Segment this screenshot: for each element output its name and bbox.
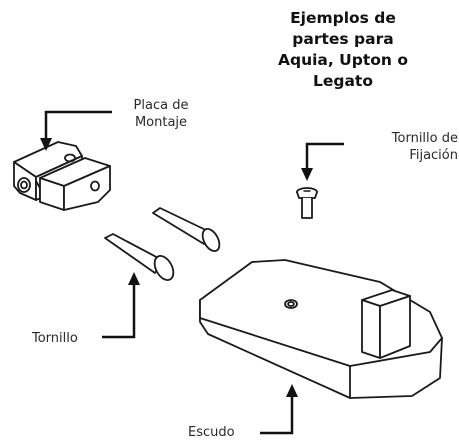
placa-de-montaje-label: Placa de Montaje: [133, 98, 189, 130]
tornillo-de-fijacion-label: Tornillo de Fijación: [391, 131, 458, 163]
mounting-plate-part: [13, 141, 111, 211]
escudo-label: Escudo: [188, 425, 235, 440]
placa-callout-line: [44, 110, 112, 140]
placa-arrowhead: [40, 138, 52, 151]
tornillo-label: Tornillo: [32, 331, 78, 346]
set-screw-part: [296, 187, 318, 219]
fijacion-callout-line: [305, 142, 344, 170]
escudo-arrowhead: [286, 384, 298, 397]
diagram-title: Ejemplos de partes para Aquia, Upton o L…: [277, 9, 408, 90]
tornillo-arrowhead: [128, 272, 140, 285]
escutcheon-part: [199, 259, 443, 399]
fijacion-arrowhead: [301, 168, 313, 181]
escudo-callout-line: [260, 395, 294, 435]
screw-lower-part: [104, 233, 175, 281]
screw-upper-part: [152, 207, 221, 252]
tornillo-callout-line: [102, 283, 136, 339]
